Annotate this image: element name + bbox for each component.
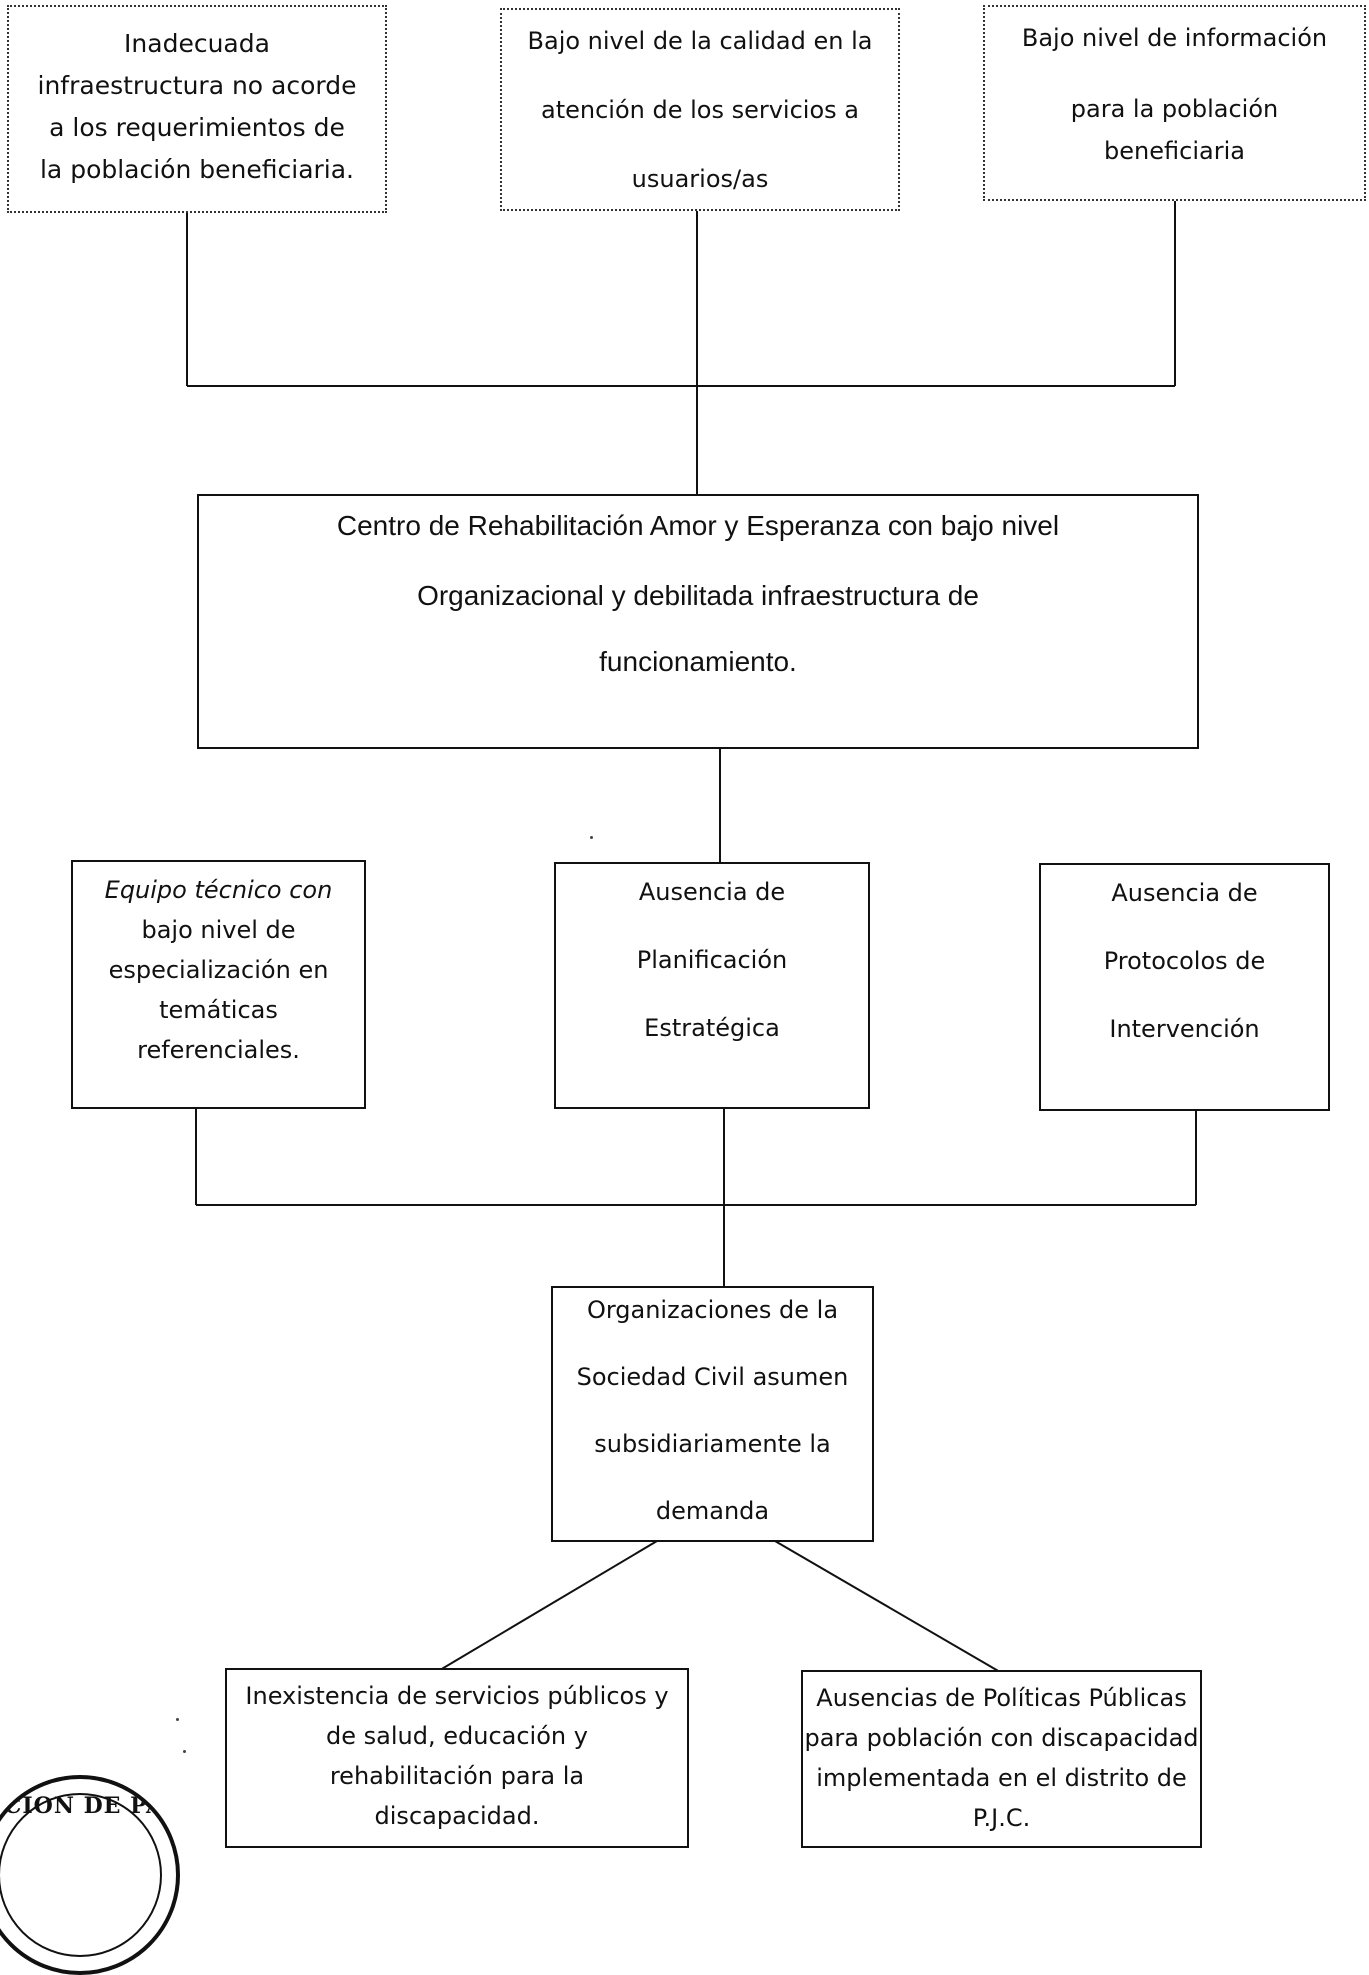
stamp-seal-text: CION DE PA bbox=[3, 1793, 165, 1819]
cause-text-line: Intervención bbox=[1109, 1015, 1260, 1043]
effect-text-line: para la población bbox=[1070, 95, 1279, 123]
cause-text-line: Equipo técnico con bbox=[104, 876, 333, 904]
cause-text-line: Planificación bbox=[636, 946, 788, 974]
subsidiary-text-line: Sociedad Civil asumen bbox=[576, 1363, 849, 1391]
effect-text-line: atención de los servicios a bbox=[541, 96, 859, 124]
scan-speck bbox=[183, 1750, 186, 1753]
cause-box-equipo-tecnico: Equipo técnico con bajo nivel de especia… bbox=[71, 860, 366, 1109]
cause-box-planificacion: Ausencia de Planificación Estratégica bbox=[554, 862, 870, 1109]
connector-lines bbox=[186, 200, 1197, 1673]
connector bbox=[774, 1540, 1001, 1673]
effect-text-line: a los requerimientos de bbox=[49, 113, 345, 142]
cause-text-line: Ausencia de bbox=[1111, 879, 1258, 907]
effect-text-line: Bajo nivel de la calidad en la bbox=[527, 27, 873, 55]
root-cause-text-line: discapacidad. bbox=[374, 1802, 540, 1830]
effect-text-line: Inadecuada bbox=[124, 29, 270, 58]
effect-text-line: usuarios/as bbox=[631, 165, 769, 193]
cause-text-line: Protocolos de bbox=[1103, 947, 1266, 975]
stamp-seal: CION DE PA bbox=[0, 1775, 180, 1975]
subsidiary-text-line: subsidiariamente la bbox=[594, 1430, 831, 1458]
subsidiary-demand-box: Organizaciones de la Sociedad Civil asum… bbox=[551, 1286, 874, 1542]
root-cause-text-line: P.J.C. bbox=[972, 1804, 1031, 1832]
scan-speck bbox=[176, 1718, 179, 1721]
cause-text-line: bajo nivel de bbox=[141, 916, 296, 944]
cause-text-line: temáticas bbox=[159, 996, 278, 1024]
connector bbox=[439, 1540, 658, 1671]
cause-text-line: especialización en bbox=[108, 956, 329, 984]
root-cause-text-line: Inexistencia de servicios públicos y bbox=[245, 1682, 669, 1710]
scan-speck bbox=[590, 836, 593, 839]
effect-box-informacion: Bajo nivel de información para la poblac… bbox=[983, 5, 1366, 201]
effect-box-infraestructura: Inadecuada infraestructura no acorde a l… bbox=[7, 5, 387, 213]
effect-text-line: beneficiaria bbox=[1104, 137, 1245, 165]
effect-box-calidad: Bajo nivel de la calidad en la atención … bbox=[500, 8, 900, 211]
subsidiary-text-line: Organizaciones de la bbox=[586, 1296, 839, 1324]
central-problem-line: Centro de Rehabilitación Amor y Esperanz… bbox=[336, 510, 1060, 541]
root-cause-text-line: rehabilitación para la bbox=[329, 1762, 585, 1790]
effect-text-line: Bajo nivel de información bbox=[1021, 24, 1328, 52]
root-cause-text-line: de salud, educación y bbox=[326, 1722, 588, 1750]
effect-text-line: infraestructura no acorde bbox=[37, 71, 357, 100]
cause-text-line: referenciales. bbox=[137, 1036, 300, 1064]
central-problem-line: Organizacional y debilitada infraestruct… bbox=[417, 580, 979, 611]
cause-text-line: Estratégica bbox=[644, 1014, 780, 1042]
central-problem-box: Centro de Rehabilitación Amor y Esperanz… bbox=[197, 494, 1199, 749]
root-cause-text-line: implementada en el distrito de bbox=[816, 1764, 1187, 1792]
root-cause-text-line: Ausencias de Políticas Públicas bbox=[816, 1684, 1187, 1712]
subsidiary-text-line: demanda bbox=[655, 1497, 770, 1525]
central-problem-line: funcionamiento. bbox=[599, 646, 797, 677]
cause-box-protocolos: Ausencia de Protocolos de Intervención bbox=[1039, 863, 1330, 1111]
cause-text-line: Ausencia de bbox=[638, 878, 786, 906]
root-cause-box-politicas: Ausencias de Políticas Públicas para pob… bbox=[801, 1670, 1202, 1848]
root-cause-text-line: para población con discapacidad bbox=[804, 1724, 1199, 1752]
root-cause-box-servicios: Inexistencia de servicios públicos y de … bbox=[225, 1668, 689, 1848]
effect-text-line: la población beneficiaria. bbox=[39, 155, 354, 184]
